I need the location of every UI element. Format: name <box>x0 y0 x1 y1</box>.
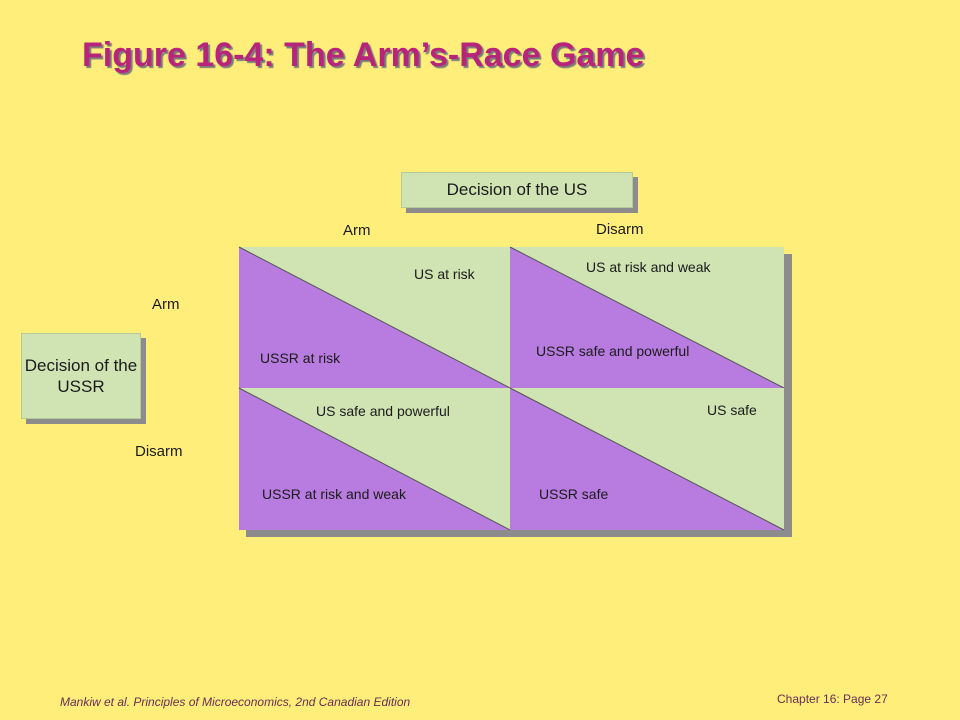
payoff-us-arm-disarm: US safe and powerful <box>316 403 450 419</box>
payoff-us-disarm-arm: US at risk and weak <box>586 259 711 275</box>
payoff-ussr-arm-arm: USSR at risk <box>260 350 341 366</box>
cell-arm-arm <box>238 246 511 389</box>
cell-disarm-arm <box>509 246 785 389</box>
column-label-disarm: Disarm <box>596 221 644 238</box>
payoff-us-disarm-disarm: US safe <box>707 402 757 418</box>
cell-diagonal <box>509 387 785 531</box>
column-label-arm: Arm <box>343 222 371 239</box>
payoff-ussr-disarm-disarm: USSR safe <box>539 486 609 502</box>
payoff-us-arm-arm: US at risk <box>414 266 475 282</box>
page-title: Figure 16-4: The Arm’s-Race Game <box>82 36 645 74</box>
row-label-arm: Arm <box>152 296 180 313</box>
us-decision-label: Decision of the US <box>401 172 633 208</box>
cell-disarm-disarm <box>509 387 785 531</box>
source-citation: Mankiw et al. Principles of Microeconomi… <box>60 695 411 709</box>
cell-diagonal <box>238 246 511 389</box>
row-label-disarm: Disarm <box>135 443 183 460</box>
ussr-decision-label: Decision of the USSR <box>21 333 141 419</box>
cell-arm-disarm <box>238 387 511 531</box>
cell-diagonal <box>238 387 511 531</box>
page-number: Chapter 16: Page 27 <box>777 692 888 706</box>
cell-diagonal <box>509 246 785 389</box>
payoff-ussr-disarm-arm: USSR safe and powerful <box>536 343 690 359</box>
payoff-ussr-arm-disarm: USSR at risk and weak <box>262 486 406 502</box>
